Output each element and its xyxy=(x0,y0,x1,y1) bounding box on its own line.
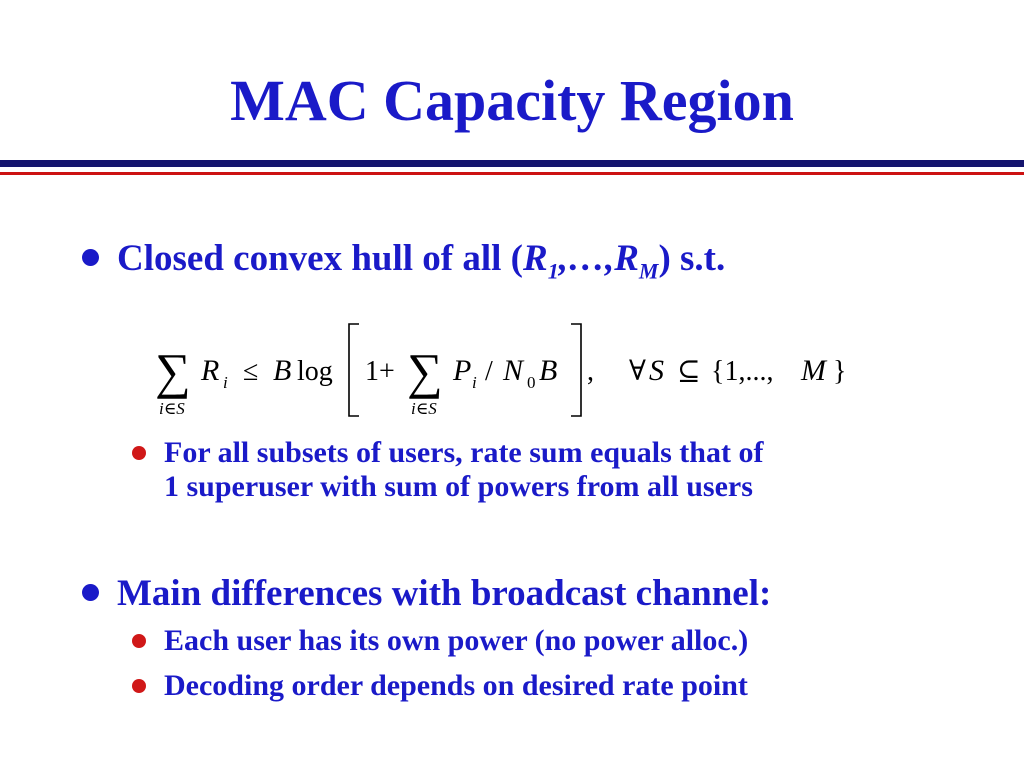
formula-one-plus: 1+ xyxy=(365,356,395,387)
right-bracket xyxy=(571,323,582,417)
sum-symbol-1: ∑ xyxy=(155,343,191,399)
sub-bullet-dot-icon xyxy=(132,446,146,460)
sub-bullet-own-power: Each user has its own power (no power al… xyxy=(132,624,748,658)
formula-set-open: {1,..., xyxy=(711,356,773,387)
formula-r: R xyxy=(200,354,219,387)
title-divider-red xyxy=(0,172,1024,175)
bullet-text-post: ) s.t. xyxy=(658,238,726,279)
formula-subseteq: ⊆ xyxy=(677,356,700,387)
title-divider-blue xyxy=(0,160,1024,167)
formula-n-sub: 0 xyxy=(527,373,536,392)
formula-b: B xyxy=(273,354,291,387)
formula-n: N xyxy=(502,354,525,387)
sub-bullet-decoding-order: Decoding order depends on desired rate p… xyxy=(132,669,748,703)
slide-title: MAC Capacity Region xyxy=(230,68,794,133)
formula-p-sub: i xyxy=(472,373,477,392)
formula-s: S xyxy=(649,354,664,387)
bullet-text: Main differences with broadcast channel: xyxy=(117,573,772,614)
sum-symbol-2: ∑ xyxy=(407,343,443,399)
sum-subscript-1: i∈S xyxy=(159,399,185,418)
sub-bullet-dot-icon xyxy=(132,634,146,648)
formula-leq: ≤ xyxy=(243,356,258,387)
formula-set-close: } xyxy=(833,356,846,387)
formula-b2: B xyxy=(539,354,557,387)
rate-r1: R1,…,RM xyxy=(523,238,659,284)
sum-subscript-2: i∈S xyxy=(411,399,437,418)
formula-comma: , xyxy=(587,356,594,387)
formula-log: log xyxy=(297,356,333,387)
sub-bullet-subsets: For all subsets of users, rate sum equal… xyxy=(132,436,763,504)
sub-bullet-line-2: 1 superuser with sum of powers from all … xyxy=(164,470,753,503)
bullet-text-pre: Closed convex hull of all ( xyxy=(117,238,523,279)
formula-p: P xyxy=(452,354,471,387)
sub-bullet-line-1: For all subsets of users, rate sum equal… xyxy=(164,436,764,469)
bullet-main-differences: Main differences with broadcast channel: xyxy=(82,575,771,612)
sub-bullet-dot-icon xyxy=(132,679,146,693)
formula-r-sub: i xyxy=(223,373,228,392)
sub-bullet-text: Each user has its own power (no power al… xyxy=(164,624,749,657)
bullet-dot-icon xyxy=(82,249,99,267)
sub-bullet-text: Decoding order depends on desired rate p… xyxy=(164,669,748,702)
capacity-region-formula: ∑ i∈S R i ≤ B log 1+ ∑ i∈S P i / N 0 B ,… xyxy=(155,323,846,418)
bullet-convex-hull: Closed convex hull of all (R1,…,RM) s.t. xyxy=(82,240,725,282)
formula-slash: / xyxy=(485,356,493,387)
formula-forall: ∀ xyxy=(629,356,646,387)
left-bracket xyxy=(348,323,359,417)
bullet-dot-icon xyxy=(82,584,99,602)
formula-m: M xyxy=(800,354,828,387)
